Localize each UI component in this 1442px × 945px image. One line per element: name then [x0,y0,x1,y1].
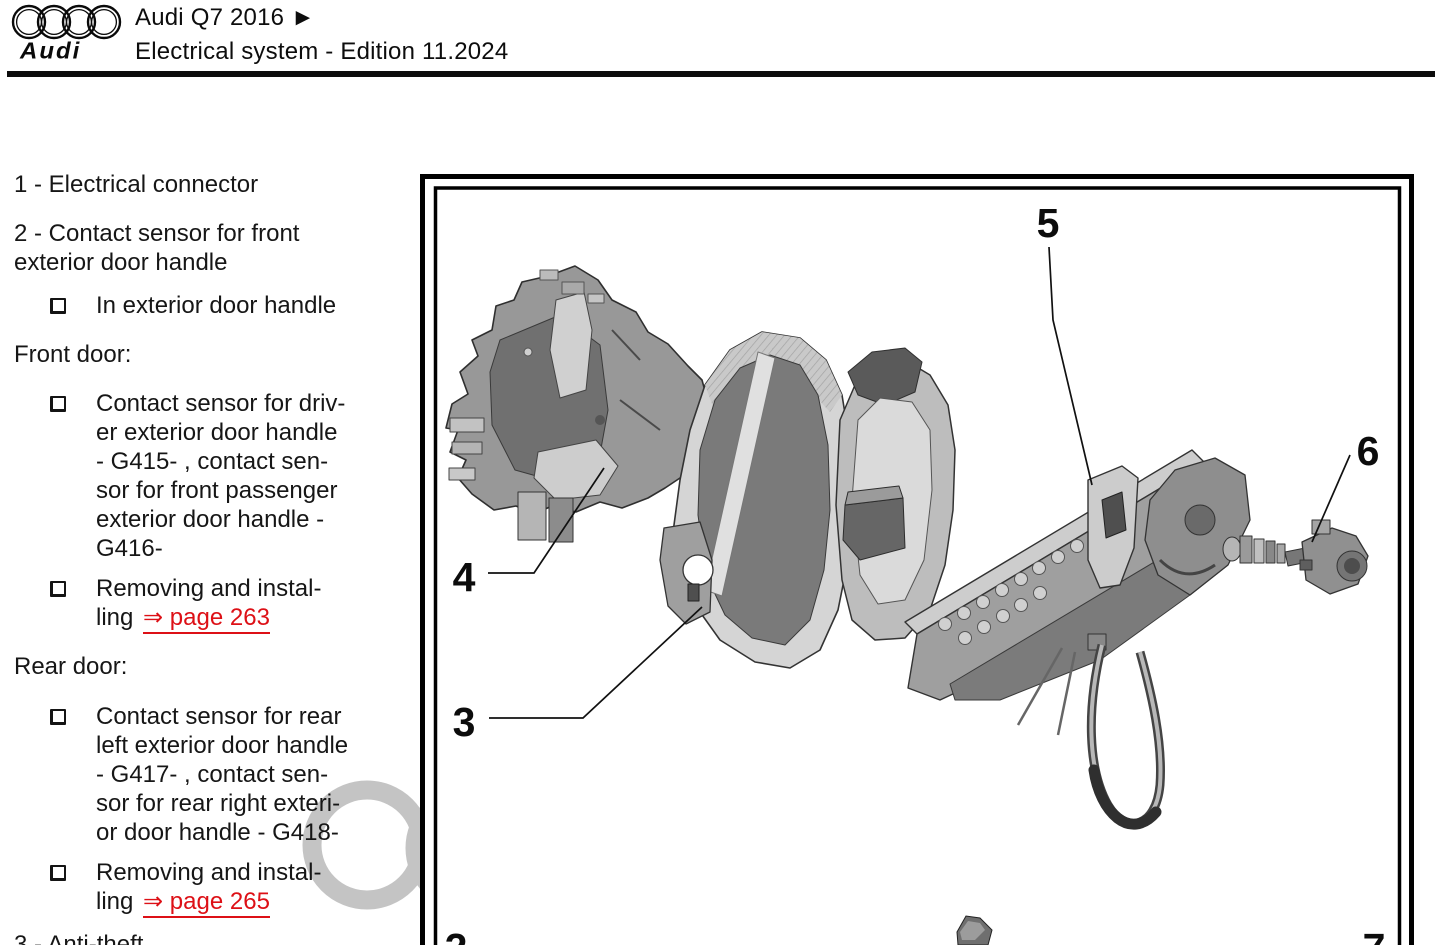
leader-4 [488,467,605,574]
bullet-in-exterior-door-handle: In exterior door handle [50,291,425,320]
legend-item-1-text: 1 - Electrical connector [14,171,259,198]
part-handle-seal [659,331,956,669]
legend-item-2: 2 - Contact sensor for front exterior do… [14,220,300,276]
checkbox-icon [50,709,66,725]
page-link-263[interactable]: ⇒ page 263 [143,604,270,634]
callout-3: 3 [453,699,476,745]
link-prefix: ling [96,604,141,631]
callout-2: 2 [445,925,468,945]
part-door-lock [445,265,709,543]
diagram-inner-frame [433,186,1402,945]
callout-4: 4 [453,554,476,600]
link-prefix: ling [96,888,141,915]
bullet-front-contact-sensors: Contact sensor for driv- er exterior doo… [50,389,425,563]
exploded-parts-illustration: 5 6 4 3 2 7 [420,174,1414,945]
audi-rings-logo-icon [11,4,122,40]
label-front-door: Front door: [14,341,132,368]
audi-rings-watermark [302,780,420,910]
callout-6: 6 [1357,428,1380,474]
header-title-edition: Electrical system - Edition 11.2024 [135,38,509,65]
header-title-model: Audi Q7 2016 ► [135,4,315,31]
bullet-removing-installing-front: Removing and instal- ling ⇒ page 263 [50,574,425,634]
header-rule [7,71,1435,77]
callout-5: 5 [1037,200,1060,246]
legend-item-1: 1 - Electrical connector [14,170,414,199]
checkbox-icon [50,581,66,597]
callout-7: 7 [1363,925,1386,945]
label-rear-door: Rear door: [14,653,128,680]
page-link-265[interactable]: ⇒ page 265 [143,888,270,918]
callout-leader-lines [488,246,1351,719]
leader-5 [1048,246,1093,486]
checkbox-icon [50,298,66,314]
checkbox-icon [50,396,66,412]
leader-6 [1311,454,1351,543]
legend-item-3-partial: 3 - Anti-theft [14,931,144,945]
leader-3 [489,606,703,719]
part-lock-cylinder [1222,519,1369,595]
part-bottom-partial [956,915,993,945]
checkbox-icon [50,865,66,881]
part-handle-carrier [904,449,1251,830]
bullet-removing-installing-rear: Removing and instal- ling ⇒ page 265 [50,858,425,918]
brand-wordmark: Audi [20,38,82,65]
bullet-rear-contact-sensors: Contact sensor for rear left exterior do… [50,702,425,847]
